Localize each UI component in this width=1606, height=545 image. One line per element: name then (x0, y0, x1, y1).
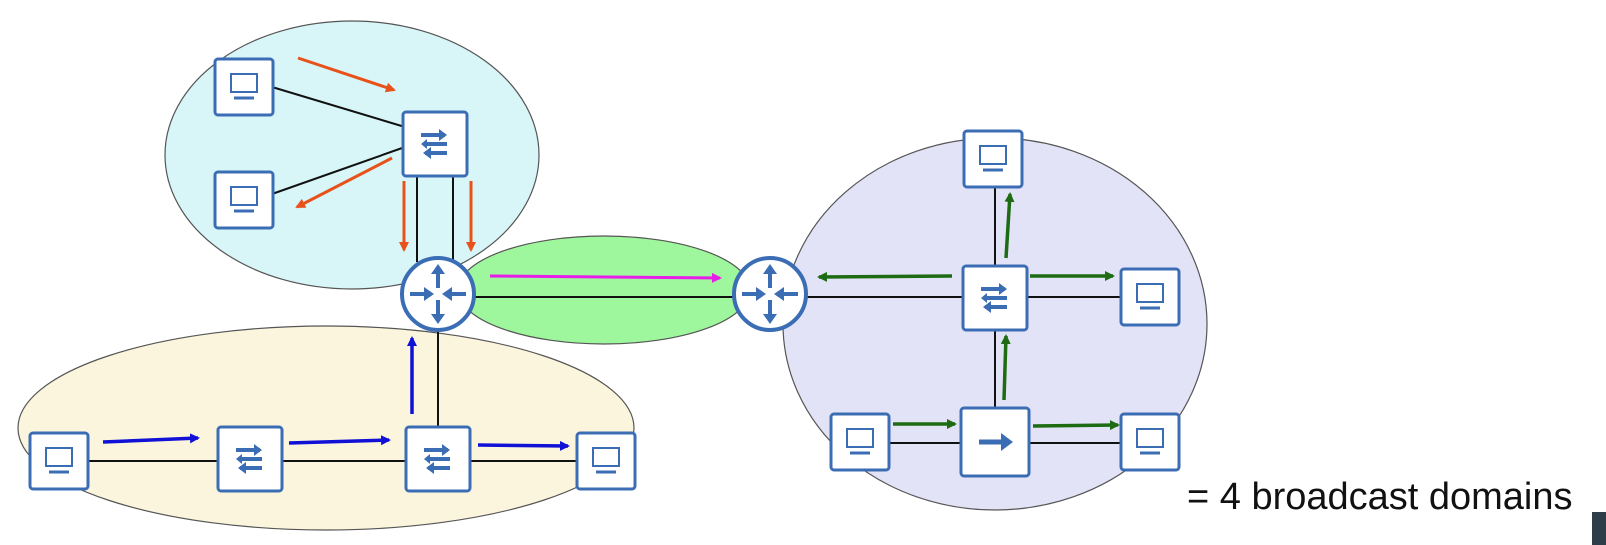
middle-broadcast-domain (457, 235, 751, 345)
switch-icon[interactable] (216, 425, 284, 493)
switch-icon[interactable] (401, 110, 469, 178)
pc-icon[interactable] (575, 431, 637, 491)
green-traffic-arrows (817, 192, 1120, 431)
broadcast-domain-count-caption: = 4 broadcast domains (1187, 476, 1573, 518)
switch-icon[interactable] (404, 425, 472, 493)
magenta-traffic-arrow (489, 272, 722, 283)
switch-icon[interactable] (961, 264, 1029, 332)
router-icon[interactable] (400, 256, 476, 332)
pc-icon[interactable] (962, 129, 1024, 189)
pc-icon[interactable] (213, 170, 275, 230)
pc-icon[interactable] (1119, 267, 1181, 327)
pc-icon[interactable] (213, 57, 275, 117)
pc-icon[interactable] (1119, 412, 1181, 472)
hub-arrow-icon[interactable] (961, 408, 1029, 476)
pc-icon[interactable] (829, 412, 891, 472)
bottom-broadcast-domain (17, 325, 635, 531)
blue-traffic-arrows (102, 336, 570, 451)
corner-badge-icon (1592, 512, 1606, 545)
router-icon[interactable] (732, 256, 808, 332)
pc-icon[interactable] (28, 431, 90, 491)
orange-traffic-arrows (295, 56, 476, 252)
